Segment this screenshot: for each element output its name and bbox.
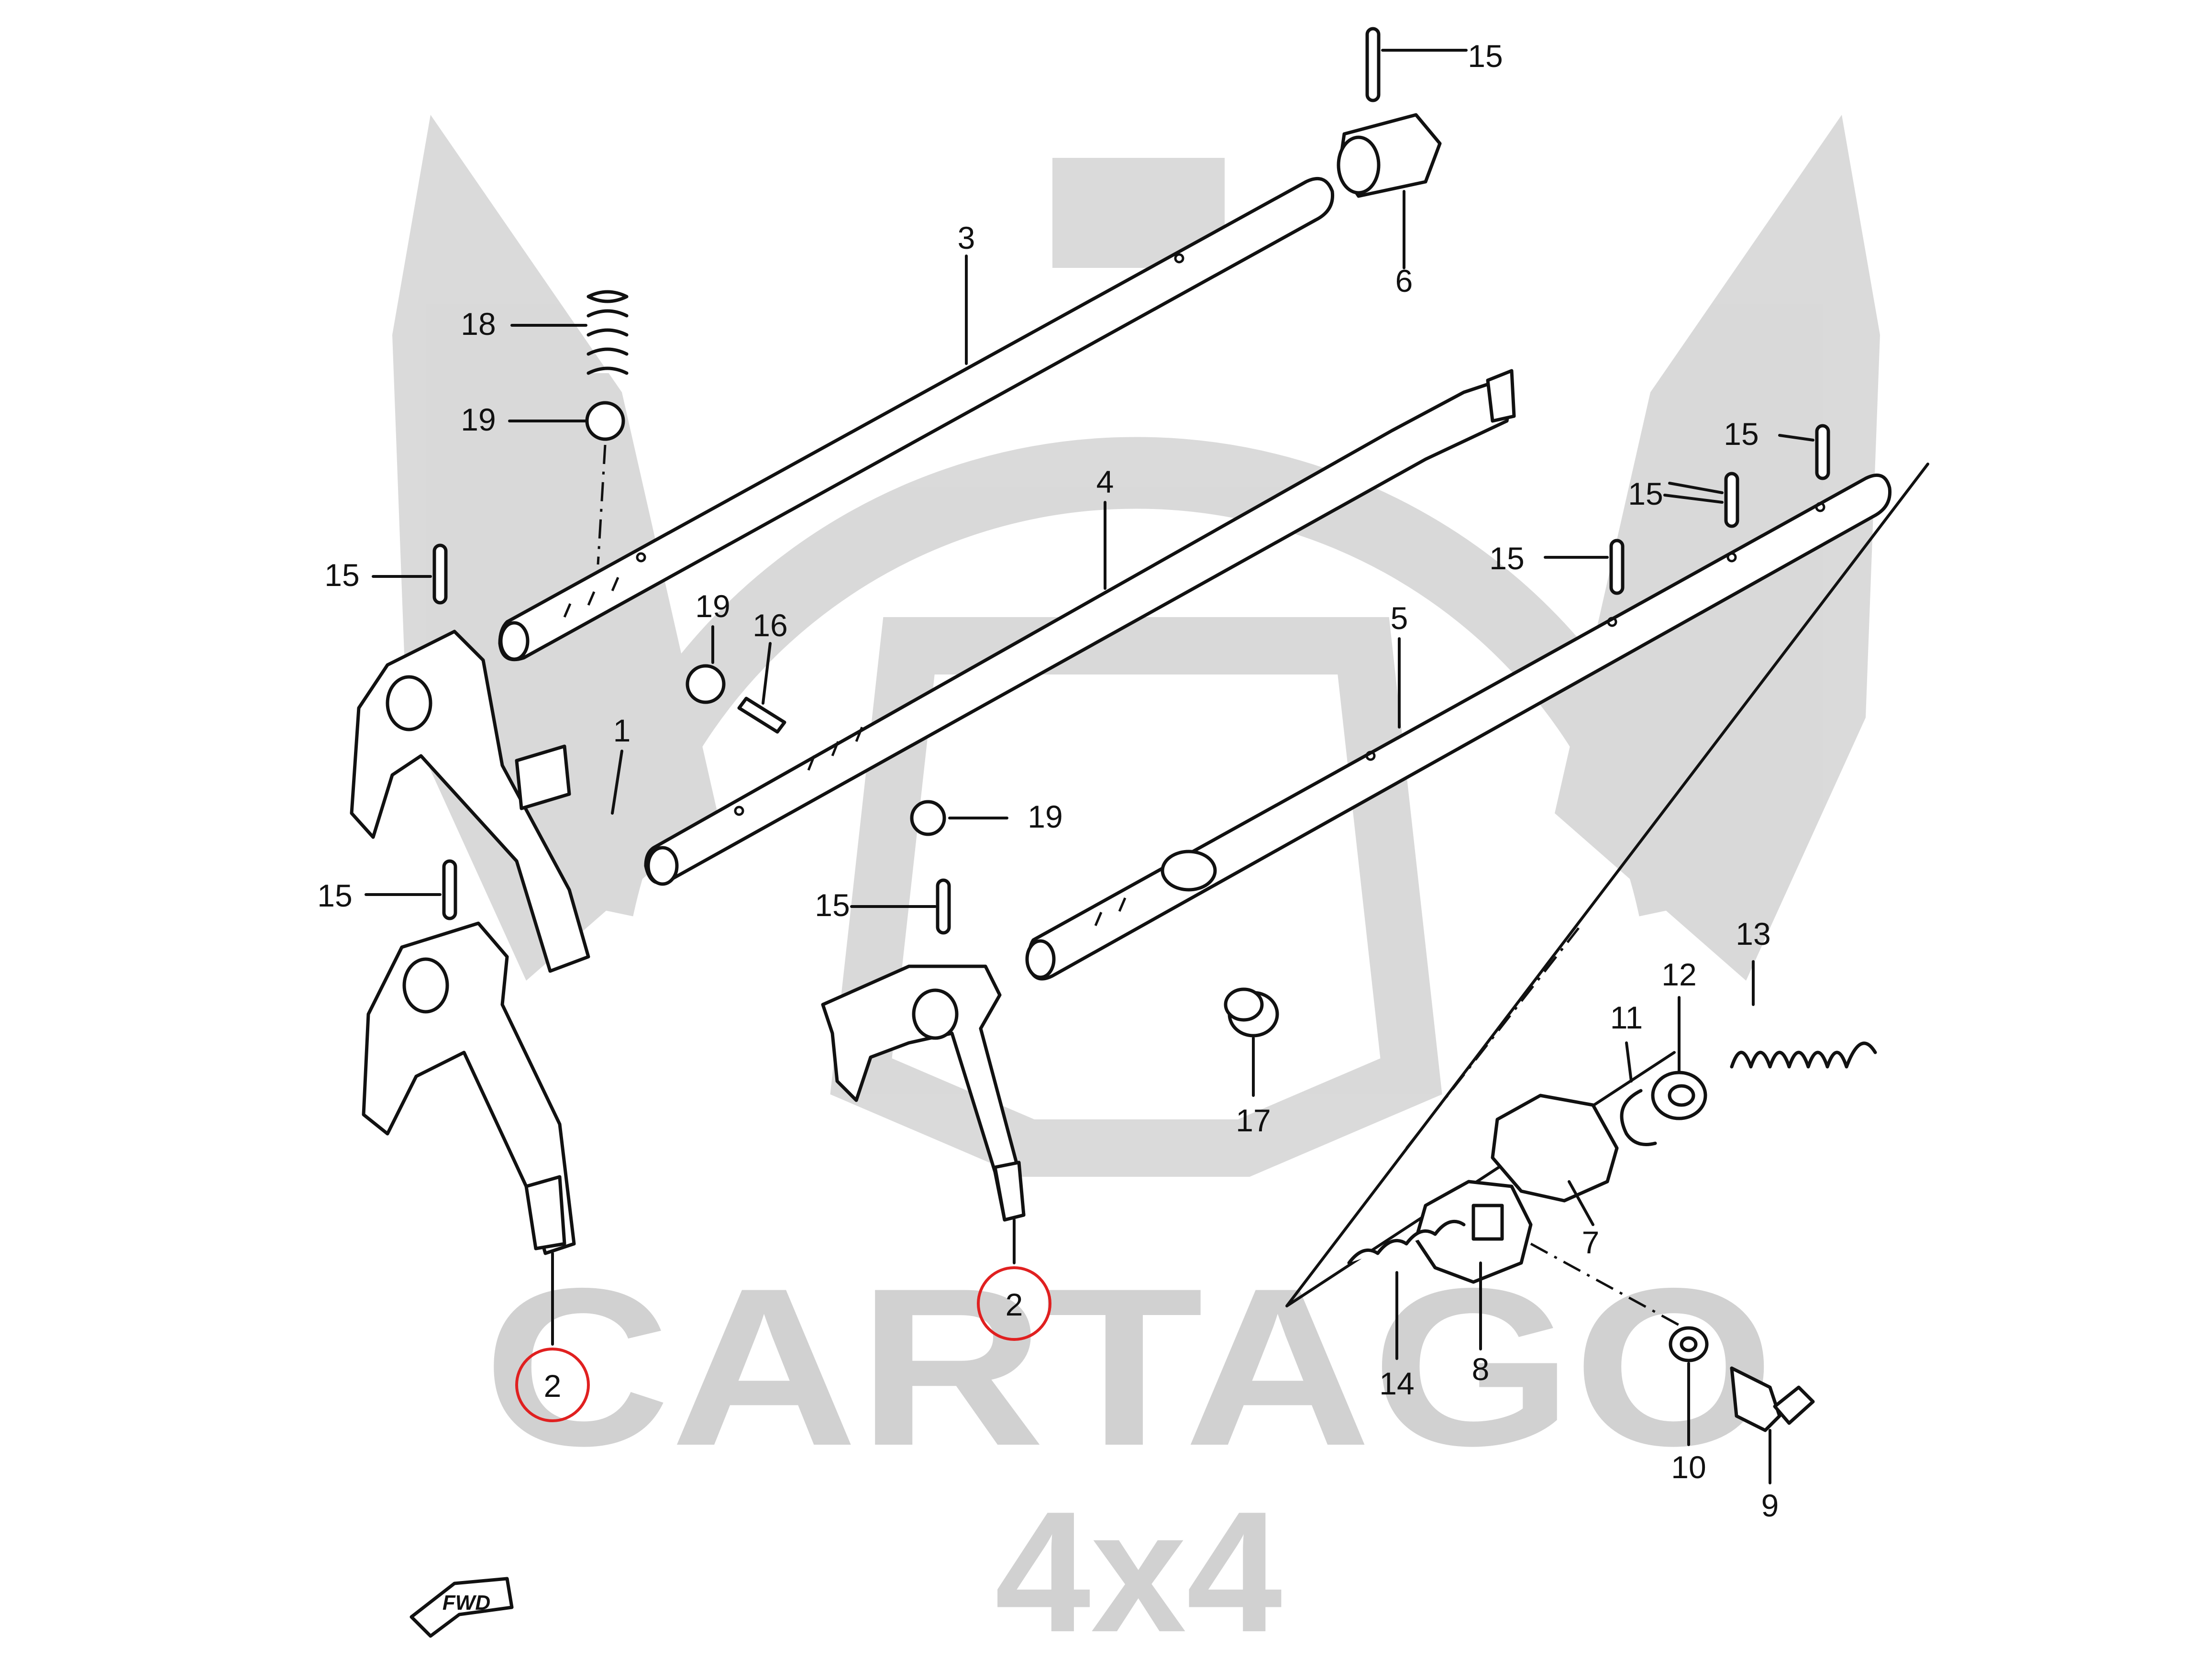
shaft-3: [498, 177, 1335, 662]
pin-15-shaft5-b: [1724, 472, 1739, 528]
callout-7: 7: [1582, 1225, 1600, 1260]
shift-fork-2-left: [362, 921, 576, 1255]
spring-13: [1730, 1041, 1877, 1069]
callout-5: 5: [1391, 600, 1408, 636]
callout-9: 9: [1761, 1488, 1779, 1523]
pin-15-left-lower: [442, 859, 457, 920]
e-clip-11: [1620, 1089, 1657, 1146]
callout-15-top: 15: [1468, 38, 1503, 74]
callout-1: 1: [613, 713, 631, 748]
select-lever-7: [1491, 1094, 1619, 1203]
fwd-arrow-label: FWD: [442, 1591, 490, 1615]
callout-6: 6: [1395, 263, 1413, 299]
callout-19-top: 19: [461, 402, 496, 437]
spring-14: [1347, 1219, 1466, 1265]
select-block-8: [1414, 1180, 1533, 1284]
shaft-5: [1025, 473, 1892, 981]
callout-15-fork-middle: 15: [815, 887, 850, 923]
washer-10: [1669, 1326, 1709, 1362]
spring-18: [586, 290, 629, 375]
ball-19-top: [585, 401, 625, 441]
callout-15-left-lower: 15: [317, 878, 352, 913]
callout-15-shaft5-c: 15: [1724, 416, 1759, 452]
callout-10: 10: [1671, 1449, 1706, 1485]
callout-13: 13: [1736, 916, 1770, 951]
plug-17: [1224, 987, 1279, 1038]
detent-6: [1337, 113, 1442, 198]
callout-14: 14: [1379, 1366, 1414, 1401]
pin-15-top: [1365, 27, 1381, 102]
shaft-4: [644, 369, 1516, 886]
callout-18: 18: [461, 306, 496, 342]
callout-15-left-upper: 15: [324, 557, 359, 593]
pin-15-fork-middle: [936, 878, 951, 935]
pin-15-shaft5-a: [1609, 539, 1625, 595]
fwd-arrow: FWD: [409, 1577, 514, 1638]
callout-2-left: 2: [544, 1368, 562, 1404]
shift-fork-1: [350, 630, 590, 973]
callout-19-middle: 19: [695, 588, 730, 624]
callouts: 15 6 3 18 19 4 15 15 15 15 19 16 5 1 15 …: [317, 38, 1779, 1523]
watermark-brand: CARTAGO: [483, 1241, 1775, 1493]
callout-15-shaft5-b: 15: [1628, 476, 1663, 511]
ball-19-lower: [910, 800, 946, 836]
callout-4: 4: [1096, 464, 1114, 499]
callout-11: 11: [1610, 1000, 1643, 1035]
washer-12: [1651, 1071, 1707, 1120]
pin-15-left-upper: [432, 543, 448, 605]
callout-8: 8: [1472, 1351, 1490, 1387]
watermark: CARTAGO 4x4: [392, 115, 1880, 1659]
ball-19-middle: [686, 664, 726, 704]
watermark-blade-right: [1555, 115, 1880, 981]
watermark-sub: 4x4: [995, 1476, 1283, 1659]
bolt-9: [1730, 1366, 1815, 1432]
shift-fork-2-middle: [821, 964, 1026, 1222]
callout-17: 17: [1236, 1103, 1271, 1138]
pin-16: [737, 697, 786, 734]
callout-3: 3: [958, 220, 975, 255]
leader-lines: [365, 49, 1814, 1484]
callout-19-lower: 19: [1028, 799, 1062, 834]
callout-16: 16: [752, 608, 787, 643]
callout-12: 12: [1661, 957, 1696, 992]
highlight-circle-left: [515, 1348, 590, 1422]
callout-15-shaft5-a: 15: [1489, 541, 1524, 576]
callout-2-middle: 2: [1006, 1287, 1023, 1322]
highlight-circle-middle: [977, 1266, 1051, 1341]
pin-15-shaft5-c: [1815, 424, 1830, 480]
